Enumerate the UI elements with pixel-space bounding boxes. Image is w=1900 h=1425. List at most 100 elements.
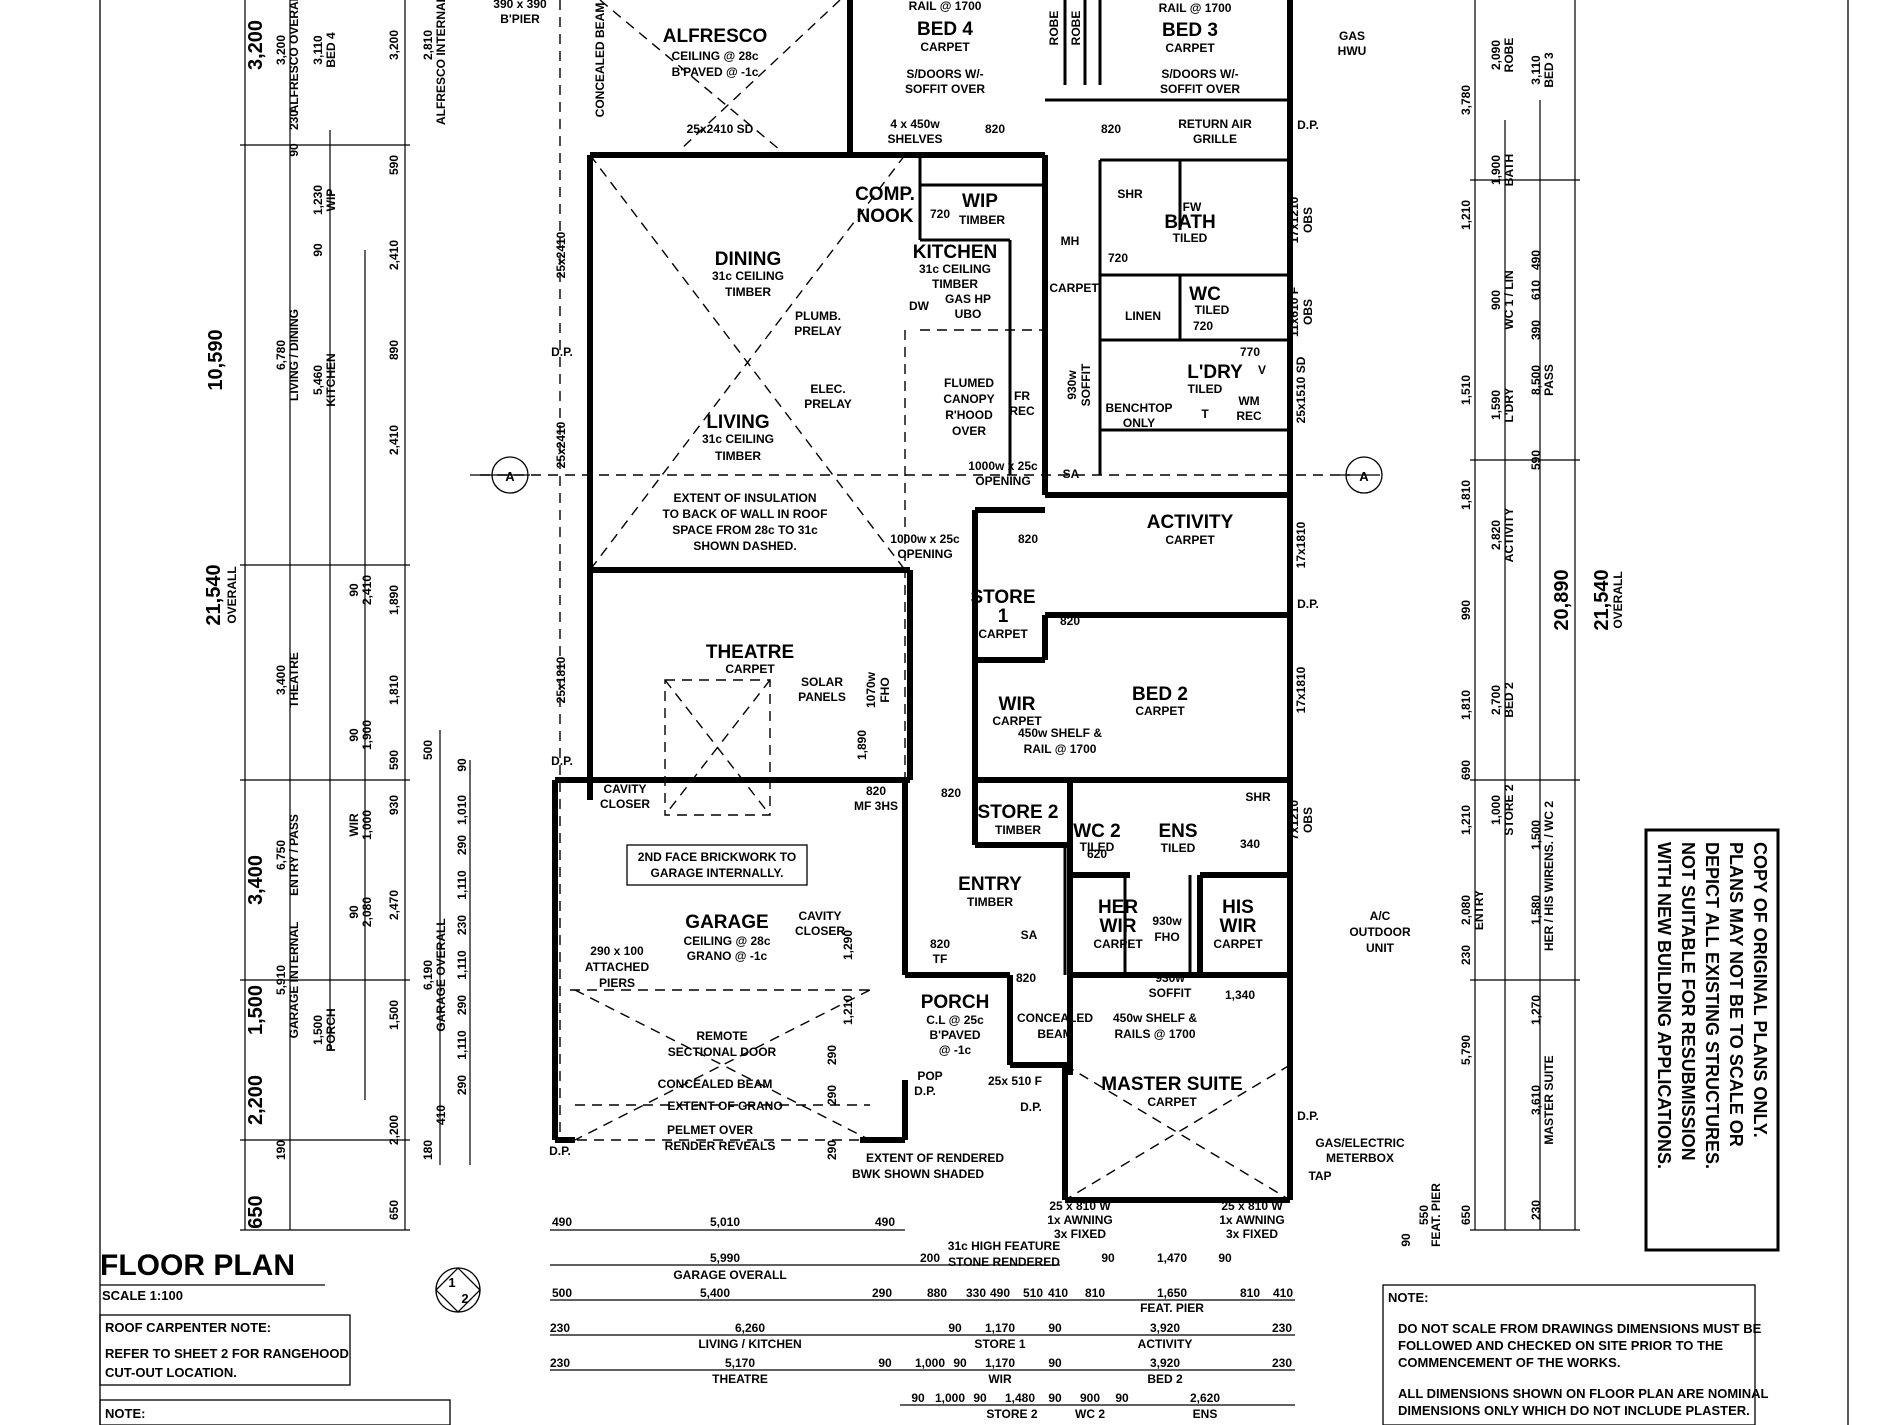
svg-text:1000w x 25c: 1000w x 25c xyxy=(890,532,960,546)
dim-overall-left-label: OVERALL xyxy=(225,566,239,623)
svg-text:WIR: WIR xyxy=(347,813,361,837)
svg-text:550: 550 xyxy=(1417,1205,1431,1225)
svg-text:D.P.: D.P. xyxy=(914,1084,936,1098)
svg-text:3,610: 3,610 xyxy=(1529,1085,1543,1115)
svg-text:1,480: 1,480 xyxy=(1005,1391,1035,1405)
svg-text:V: V xyxy=(1258,363,1266,377)
svg-text:230: 230 xyxy=(550,1321,570,1335)
svg-text:BEAM: BEAM xyxy=(1037,1027,1072,1041)
svg-text:1,000: 1,000 xyxy=(935,1391,965,1405)
room-wip: WIP xyxy=(962,191,998,212)
svg-text:TIMBER: TIMBER xyxy=(725,285,771,299)
svg-text:CONCEALED: CONCEALED xyxy=(1017,1011,1093,1025)
svg-text:290: 290 xyxy=(455,835,469,855)
svg-text:1,110: 1,110 xyxy=(455,1030,469,1060)
svg-text:CEILING @ 28c: CEILING @ 28c xyxy=(683,934,770,948)
svg-text:SPACE FROM 28c TO 31c: SPACE FROM 28c TO 31c xyxy=(672,523,818,537)
room-living: LIVING xyxy=(706,412,769,433)
svg-text:410: 410 xyxy=(1048,1286,1068,1300)
svg-text:5,010: 5,010 xyxy=(710,1215,740,1229)
svg-text:880: 880 xyxy=(927,1286,947,1300)
svg-text:290 x 100: 290 x 100 xyxy=(590,944,644,958)
svg-text:B'PAVED: B'PAVED xyxy=(929,1028,980,1042)
svg-text:WC 1 / LIN: WC 1 / LIN xyxy=(1502,270,1516,329)
svg-text:90: 90 xyxy=(455,758,469,772)
svg-text:COPY OF ORIGINAL PLANS ONLY.: COPY OF ORIGINAL PLANS ONLY. xyxy=(1750,842,1770,1138)
svg-text:OPENING: OPENING xyxy=(897,547,952,561)
svg-text:GARAGE INTERNALLY.: GARAGE INTERNALLY. xyxy=(651,866,784,880)
svg-text:CEILING @ 28c: CEILING @ 28c xyxy=(671,49,758,63)
plan-title: FLOOR PLAN xyxy=(100,1249,295,1282)
svg-text:25x1810: 25x1810 xyxy=(554,656,568,703)
svg-text:ROBE: ROBE xyxy=(1069,11,1083,46)
svg-text:25x2410: 25x2410 xyxy=(554,231,568,278)
svg-text:2,080: 2,080 xyxy=(1459,895,1473,925)
svg-text:GAS/ELECTRIC: GAS/ELECTRIC xyxy=(1315,1136,1405,1150)
svg-text:17x1210: 17x1210 xyxy=(1287,196,1301,243)
room-store-2: STORE 2 xyxy=(978,802,1059,823)
svg-text:5,460: 5,460 xyxy=(311,365,325,395)
svg-text:GRANO @ -1c: GRANO @ -1c xyxy=(687,949,768,963)
svg-text:STORE 2: STORE 2 xyxy=(986,1407,1037,1421)
svg-text:820: 820 xyxy=(1018,532,1038,546)
svg-text:1,500: 1,500 xyxy=(311,1015,325,1045)
svg-text:230: 230 xyxy=(287,110,301,130)
svg-text:1,000: 1,000 xyxy=(1489,795,1503,825)
svg-text:OUTDOOR: OUTDOOR xyxy=(1349,925,1411,939)
svg-text:3,200: 3,200 xyxy=(274,35,288,65)
sheet-marker xyxy=(435,1267,481,1313)
svg-text:1x AWNING: 1x AWNING xyxy=(1219,1213,1285,1227)
svg-text:TO BACK OF WALL IN ROOF: TO BACK OF WALL IN ROOF xyxy=(663,507,828,521)
svg-text:NOTE:: NOTE: xyxy=(1388,1290,1428,1305)
svg-text:3,200: 3,200 xyxy=(245,20,267,70)
svg-text:CARPET: CARPET xyxy=(1147,1095,1197,1109)
bottom-dimensions xyxy=(550,1229,1295,1406)
svg-text:ALFRESCO OVERALL: ALFRESCO OVERALL xyxy=(287,0,301,113)
svg-text:D.P.: D.P. xyxy=(1297,1109,1319,1123)
svg-text:S/DOORS W/-: S/DOORS W/- xyxy=(906,67,983,81)
svg-text:CARPET: CARPET xyxy=(920,40,970,54)
svg-text:REFER TO SHEET 2 FOR RANGEHOOD: REFER TO SHEET 2 FOR RANGEHOOD xyxy=(105,1346,349,1361)
svg-text:CLOSER: CLOSER xyxy=(600,797,650,811)
svg-text:1,170: 1,170 xyxy=(985,1356,1015,1370)
svg-text:90: 90 xyxy=(1399,1233,1413,1247)
svg-text:1,340: 1,340 xyxy=(1225,988,1255,1002)
svg-text:TIMBER: TIMBER xyxy=(932,277,978,291)
svg-text:2,470: 2,470 xyxy=(387,890,401,920)
left-dimensions xyxy=(240,0,471,1231)
room-her-wir: HER xyxy=(1098,897,1138,918)
svg-text:770: 770 xyxy=(1240,345,1260,359)
svg-text:R'HOOD: R'HOOD xyxy=(945,408,993,422)
svg-text:WIP: WIP xyxy=(324,189,338,212)
svg-text:900: 900 xyxy=(1080,1391,1100,1405)
svg-text:510: 510 xyxy=(1023,1286,1043,1300)
svg-text:450w SHELF &: 450w SHELF & xyxy=(1113,1011,1197,1025)
dashed-lines xyxy=(480,0,1350,1201)
svg-text:6,190: 6,190 xyxy=(421,960,435,990)
svg-text:BATH: BATH xyxy=(1502,154,1516,186)
svg-text:1,510: 1,510 xyxy=(1459,375,1473,405)
svg-text:TILED: TILED xyxy=(1173,231,1208,245)
svg-text:2,700: 2,700 xyxy=(1489,685,1503,715)
room-linen: LINEN xyxy=(1125,309,1161,323)
svg-text:1,810: 1,810 xyxy=(1459,690,1473,720)
svg-text:PRELAY: PRELAY xyxy=(804,397,852,411)
svg-text:MH: MH xyxy=(1061,234,1080,248)
svg-text:TIMBER: TIMBER xyxy=(967,895,1013,909)
svg-text:ENTRY / PASS: ENTRY / PASS xyxy=(287,814,301,896)
svg-text:25x 510 F: 25x 510 F xyxy=(988,1074,1042,1088)
svg-text:1,270: 1,270 xyxy=(1529,995,1543,1025)
svg-text:820: 820 xyxy=(1060,614,1080,628)
room-comp-nook: COMP. xyxy=(855,184,915,205)
svg-text:610: 610 xyxy=(1529,280,1543,300)
svg-text:1: 1 xyxy=(998,606,1009,627)
svg-text:410: 410 xyxy=(1273,1286,1293,1300)
svg-text:390: 390 xyxy=(1529,320,1543,340)
svg-text:TILED: TILED xyxy=(1195,303,1230,317)
svg-text:OBS: OBS xyxy=(1301,299,1315,325)
svg-text:CUT-OUT LOCATION.: CUT-OUT LOCATION. xyxy=(105,1365,237,1380)
svg-text:90: 90 xyxy=(953,1356,967,1370)
svg-text:390 x 390: 390 x 390 xyxy=(493,0,547,11)
svg-text:720: 720 xyxy=(1193,319,1213,333)
svg-text:810: 810 xyxy=(1240,1286,1260,1300)
